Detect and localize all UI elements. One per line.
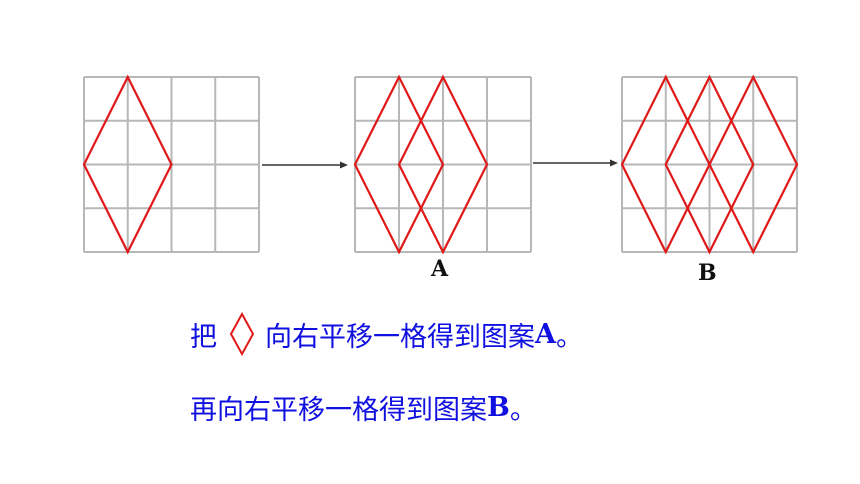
arrow-a-to-b [533,159,618,167]
rhombus-shape [664,74,755,255]
rhombus-icon [229,312,255,356]
grid-panel-start [82,74,260,255]
grid-panel-a [353,74,532,255]
grid-panel-b [620,74,799,255]
rhombus-shape [708,74,799,255]
caption-1-text: 向右平移一格得到图案 [265,321,535,353]
pattern-label-a: A [431,256,449,282]
caption-1-end: 。 [555,321,583,353]
caption-2-letter: B [487,392,510,423]
caption-2-text: 再向右平移一格得到图案 [190,395,487,426]
rhombus-shape [620,74,711,255]
rhombus-shape [82,74,173,255]
rhombus-shape [397,74,489,255]
caption-1-prefix: 把 [190,321,217,353]
rhombus-shape [353,74,445,255]
translation-diagram [82,74,799,255]
pattern-label-b: B [698,260,717,286]
arrow-start-to-a [262,161,348,169]
caption-1-letter: A [535,318,556,350]
caption-2-end: 。 [509,395,537,426]
